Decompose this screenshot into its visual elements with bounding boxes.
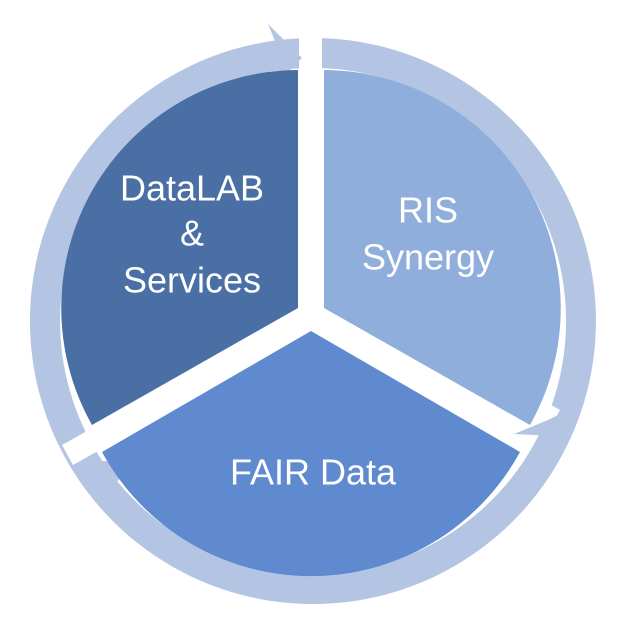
segment-fair-data bbox=[102, 331, 520, 577]
ring-arrow-right bbox=[514, 405, 578, 436]
ring-gap-left bbox=[62, 417, 123, 465]
label-datalab-line2: & bbox=[180, 213, 204, 254]
label-datalab-line3: Services bbox=[123, 260, 261, 301]
segment-datalab bbox=[61, 70, 298, 425]
segment-labels: DataLAB & Services RIS Synergy FAIR Data bbox=[120, 168, 494, 493]
pie-segments bbox=[61, 70, 561, 577]
label-fair-data: FAIR Data bbox=[230, 452, 397, 493]
label-ris-line2: Synergy bbox=[362, 237, 494, 278]
label-datalab-line1: DataLAB bbox=[120, 168, 264, 209]
ring-gap-top bbox=[299, 20, 322, 86]
segment-ris-synergy bbox=[324, 70, 561, 425]
label-ris-line1: RIS bbox=[398, 190, 458, 231]
